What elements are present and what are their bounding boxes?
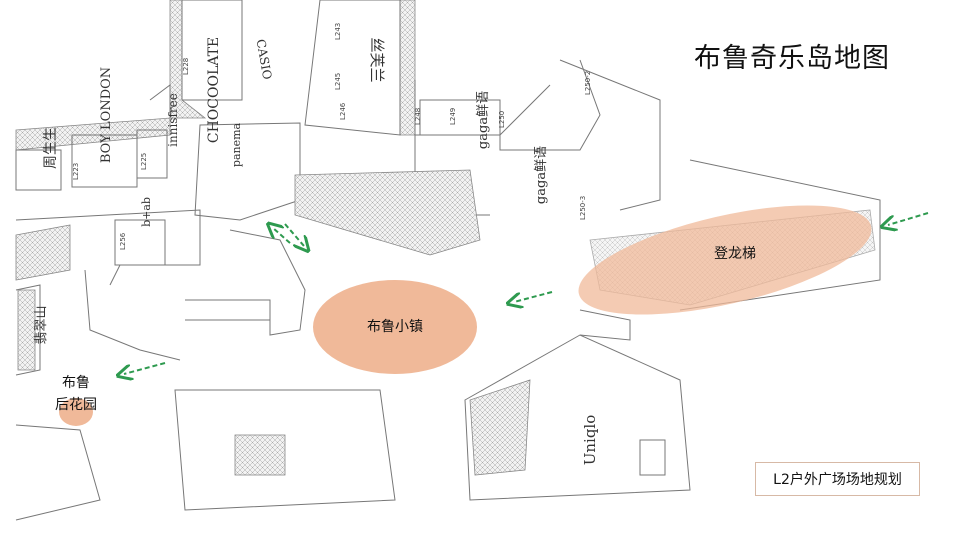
- unit-code: L249: [449, 108, 457, 125]
- store-label: b+ab: [140, 197, 153, 227]
- arrow-icon: [124, 362, 166, 374]
- unit-code: L243: [334, 23, 342, 40]
- unit-code: L223: [72, 163, 80, 180]
- zone-label-line: 布鲁: [62, 375, 90, 391]
- unit-code: L225: [140, 153, 148, 170]
- unit-code: L246: [339, 102, 347, 120]
- arrow-icon: [273, 228, 291, 244]
- arrow-icon: [514, 291, 553, 302]
- store-label: Uniqlo: [581, 415, 599, 466]
- unit-code: L228: [182, 58, 190, 75]
- store-label: 周生生: [43, 127, 59, 169]
- zone-label-back-garden: 布鲁 后花园: [48, 372, 104, 416]
- store-label: BOY LONDON: [99, 67, 114, 163]
- zone-label-line: 后花园: [55, 397, 97, 413]
- arrow-icon: [284, 223, 304, 246]
- flow-arrows: [124, 212, 929, 374]
- zone-label-bulu-town: 布鲁小镇: [367, 319, 423, 335]
- zone-label-denglong-stairs: 登龙梯: [714, 246, 756, 262]
- store-label: gaga鲜语: [534, 146, 549, 204]
- store-labels: CHOCOOLATE CASIO 丝芙兰 BOY LONDON innisfree pan…: [34, 23, 599, 466]
- store-label: 翡翠山: [34, 305, 49, 344]
- unit-code: L248: [414, 108, 422, 125]
- unit-code: L245: [334, 73, 342, 90]
- unit-code: L256: [119, 232, 127, 250]
- store-label: CASIO: [254, 38, 275, 81]
- legend-box: L2户外广场场地规划: [755, 462, 920, 496]
- store-label: 丝芙兰: [368, 37, 386, 82]
- store-label: gaga鲜语: [476, 91, 491, 149]
- unit-code: L250: [498, 111, 506, 128]
- map-title: 布鲁奇乐岛地图: [694, 43, 890, 74]
- zone-denglong-stairs: [578, 205, 872, 315]
- store-label: CHOCOOLATE: [206, 37, 222, 143]
- zone-bulu-town: [313, 280, 477, 374]
- store-label: panema: [230, 122, 243, 167]
- unit-code: L250-2: [584, 71, 592, 95]
- zone-back-garden: [59, 398, 93, 426]
- arrow-icon: [888, 212, 929, 225]
- unit-code: L250-3: [579, 196, 587, 220]
- store-label: innisfree: [166, 93, 180, 147]
